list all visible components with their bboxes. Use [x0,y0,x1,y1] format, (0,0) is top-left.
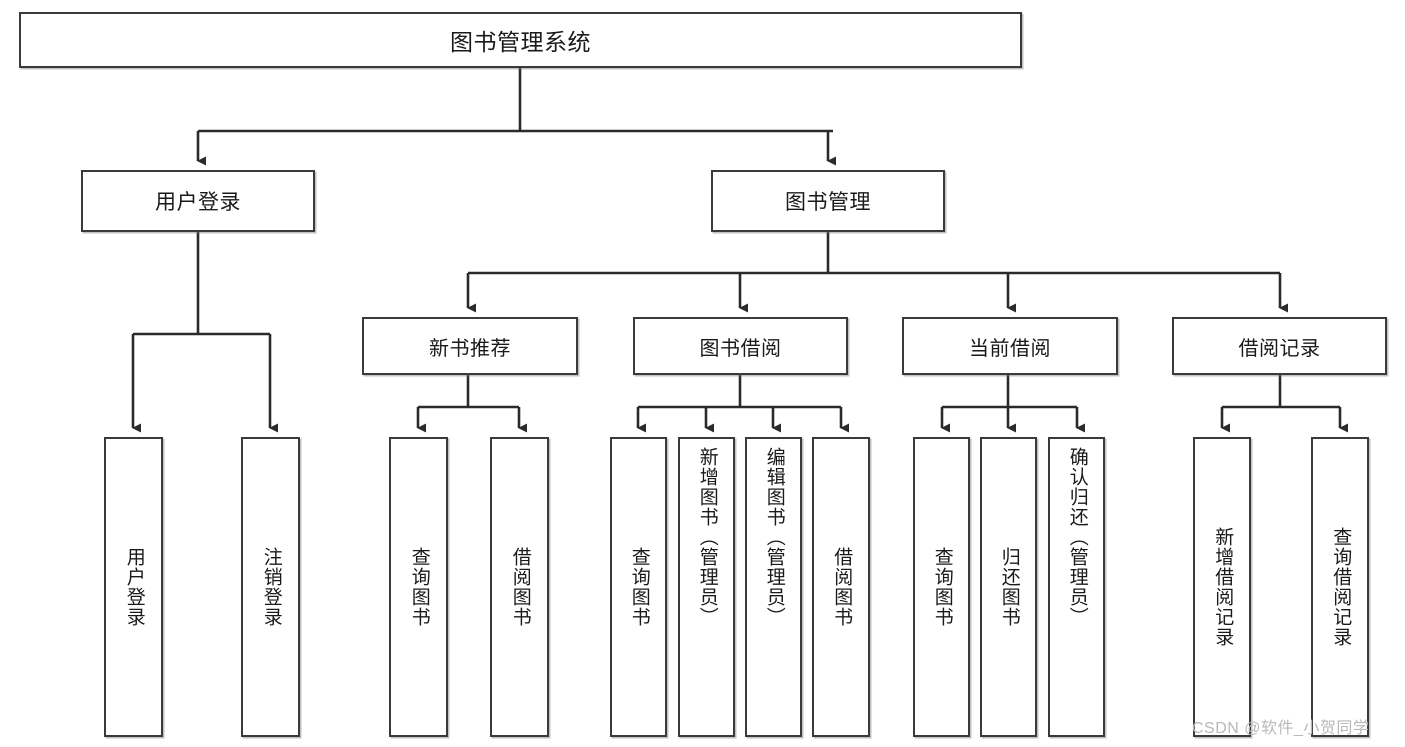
node-root[interactable]: 图书管理系统 [19,12,1022,68]
node-user-login[interactable]: 用户登录 [81,170,315,232]
leaf-query-book-2-label: 查询图书 [628,547,650,627]
leaf-add-book-admin[interactable]: 新增图书（管理员） [678,437,735,737]
node-book-borrow[interactable]: 图书借阅 [633,317,848,375]
node-book-mgmt-label: 图书管理 [785,191,871,214]
node-new-book-recommend[interactable]: 新书推荐 [362,317,578,375]
leaf-add-borrow-record[interactable]: 新增借阅记录 [1193,437,1251,737]
node-book-mgmt[interactable]: 图书管理 [711,170,945,232]
leaf-confirm-return-admin[interactable]: 确认归还（管理员） [1048,437,1105,737]
leaf-query-book-1[interactable]: 查询图书 [389,437,448,737]
leaf-user-login[interactable]: 用户登录 [104,437,163,737]
leaf-return-book[interactable]: 归还图书 [980,437,1037,737]
leaf-logout-label: 注销登录 [260,547,282,627]
node-new-book-recommend-label: 新书推荐 [429,337,511,360]
leaf-edit-book-admin-label: 编辑图书（管理员） [763,447,785,627]
leaf-add-borrow-record-label: 新增借阅记录 [1212,527,1234,647]
node-borrow-record[interactable]: 借阅记录 [1172,317,1387,375]
node-current-borrow-label: 当前借阅 [969,337,1051,360]
leaf-query-book-3[interactable]: 查询图书 [913,437,970,737]
leaf-logout[interactable]: 注销登录 [241,437,300,737]
node-user-login-label: 用户登录 [155,191,241,214]
leaf-query-borrow-record[interactable]: 查询借阅记录 [1311,437,1369,737]
leaf-query-borrow-record-label: 查询借阅记录 [1330,527,1352,647]
leaf-query-book-3-label: 查询图书 [931,547,953,627]
leaf-confirm-return-admin-label: 确认归还（管理员） [1066,447,1088,627]
leaf-borrow-book-1[interactable]: 借阅图书 [490,437,549,737]
leaf-borrow-book-1-label: 借阅图书 [509,547,531,627]
watermark-text: CSDN @软件_小贺同学 [1192,720,1370,737]
node-root-label: 图书管理系统 [450,29,591,55]
leaf-user-login-label: 用户登录 [123,547,145,627]
node-borrow-record-label: 借阅记录 [1238,337,1321,360]
node-book-borrow-label: 图书借阅 [699,337,782,360]
node-current-borrow[interactable]: 当前借阅 [902,317,1118,375]
leaf-borrow-book-2-label: 借阅图书 [831,547,853,627]
leaf-query-book-1-label: 查询图书 [408,547,430,627]
leaf-query-book-2[interactable]: 查询图书 [610,437,667,737]
leaf-edit-book-admin[interactable]: 编辑图书（管理员） [745,437,802,737]
leaf-add-book-admin-label: 新增图书（管理员） [696,447,718,627]
leaf-borrow-book-2[interactable]: 借阅图书 [812,437,870,737]
leaf-return-book-label: 归还图书 [998,547,1020,627]
